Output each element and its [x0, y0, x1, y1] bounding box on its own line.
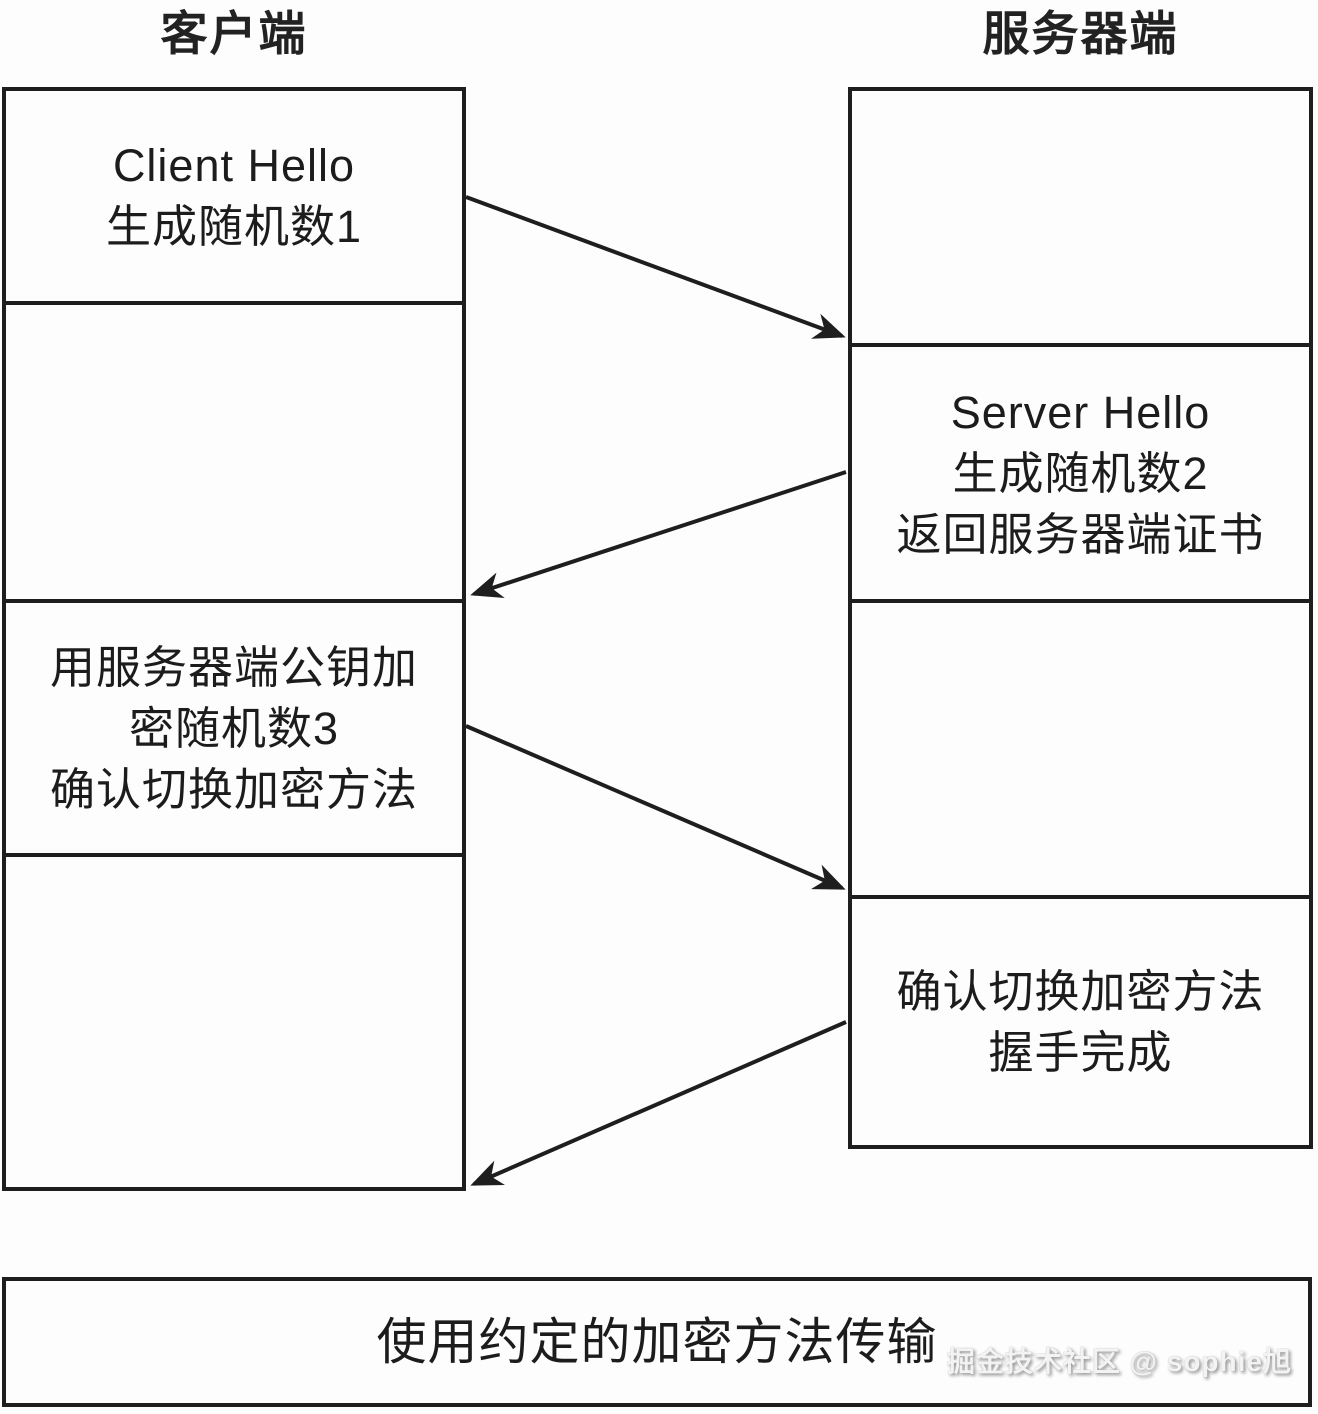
arrow-client-hello	[465, 195, 846, 339]
client-premaster-line-1: 用服务器端公钥加	[49, 641, 418, 693]
arrow-server-hello	[470, 470, 847, 598]
server-finish-section: 确认切换加密方法 握手完成	[852, 895, 1309, 1145]
arrow-change-cipher	[465, 724, 846, 890]
client-hello-section: Client Hello 生成随机数1	[6, 91, 462, 301]
server-hello-line-2: 生成随机数2	[952, 447, 1209, 499]
server-column-title: 服务器端	[982, 6, 1179, 60]
watermark: 掘金技术社区 @ sophie旭	[946, 1346, 1292, 1377]
server-hello-line-1: Server Hello	[950, 386, 1211, 438]
server-empty-section-2	[852, 599, 1309, 895]
client-premaster-section: 用服务器端公钥加 密随机数3 确认切换加密方法	[6, 599, 462, 853]
server-empty-section-1	[852, 91, 1309, 343]
client-hello-line-1: Client Hello	[112, 140, 356, 191]
client-empty-section-2	[6, 853, 462, 1187]
encrypted-transport-bar: 使用约定的加密方法传输	[2, 1277, 1312, 1407]
server-hello-line-3: 返回服务器端证书	[896, 508, 1265, 560]
arrow-handshake-finished	[470, 1020, 847, 1186]
client-empty-section-1	[6, 301, 462, 599]
server-hello-section: Server Hello 生成随机数2 返回服务器端证书	[852, 343, 1309, 599]
client-premaster-line-3: 确认切换加密方法	[49, 763, 418, 815]
server-finish-line-2: 握手完成	[988, 1027, 1173, 1078]
client-hello-line-2: 生成随机数1	[105, 201, 363, 252]
server-finish-line-1: 确认切换加密方法	[896, 966, 1265, 1017]
client-lifeline-box: Client Hello 生成随机数1 用服务器端公钥加 密随机数3 确认切换加…	[2, 87, 466, 1191]
server-lifeline-box: Server Hello 生成随机数2 返回服务器端证书 确认切换加密方法 握手…	[848, 87, 1313, 1149]
encrypted-transport-label: 使用约定的加密方法传输	[376, 1313, 938, 1370]
client-column-title: 客户端	[160, 6, 308, 60]
client-premaster-line-2: 密随机数3	[128, 702, 340, 754]
